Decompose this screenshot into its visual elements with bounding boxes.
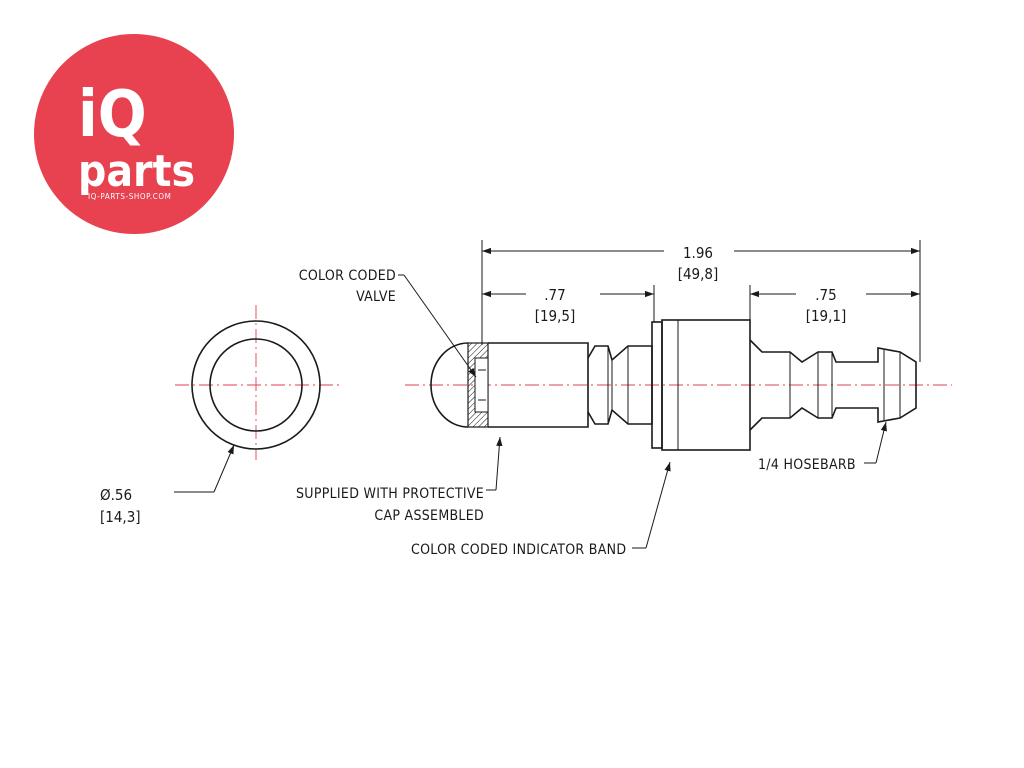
- logo-word: parts: [78, 146, 195, 197]
- callout-band: [632, 461, 671, 549]
- right-length-label: .75: [815, 286, 836, 304]
- callout-hosebarb-label: 1/4 HOSEBARB: [758, 457, 856, 473]
- callout-valve-line1: COLOR CODED: [299, 268, 396, 284]
- end-view: [174, 305, 340, 493]
- logo-mark: iQ: [78, 78, 147, 152]
- overall-length-label: 1.96: [683, 244, 713, 262]
- callout-cap-line1: SUPPLIED WITH PROTECTIVE: [296, 486, 484, 502]
- diameter-mm-label: [14,3]: [100, 508, 141, 526]
- right-length-mm-label: [19,1]: [806, 307, 847, 325]
- callout-cap: [486, 436, 503, 491]
- overall-length-mm-label: [49,8]: [678, 265, 719, 283]
- logo-url: IQ-PARTS-SHOP.COM: [88, 192, 171, 201]
- callout-hosebarb: [864, 421, 887, 464]
- callout-valve-line2: VALVE: [356, 289, 396, 305]
- callout-cap-line2: CAP ASSEMBLED: [374, 508, 484, 524]
- brand-logo: iQ parts IQ-PARTS-SHOP.COM: [34, 34, 234, 234]
- dimension-right: [749, 285, 920, 340]
- left-length-label: .77: [544, 286, 565, 304]
- fitting-side-view: [405, 319, 952, 451]
- left-length-mm-label: [19,5]: [535, 307, 576, 325]
- callout-valve: [398, 274, 477, 378]
- diameter-label: Ø.56: [100, 486, 132, 504]
- dimension-left: [482, 285, 655, 322]
- callout-band-label: COLOR CODED INDICATOR BAND: [411, 542, 626, 558]
